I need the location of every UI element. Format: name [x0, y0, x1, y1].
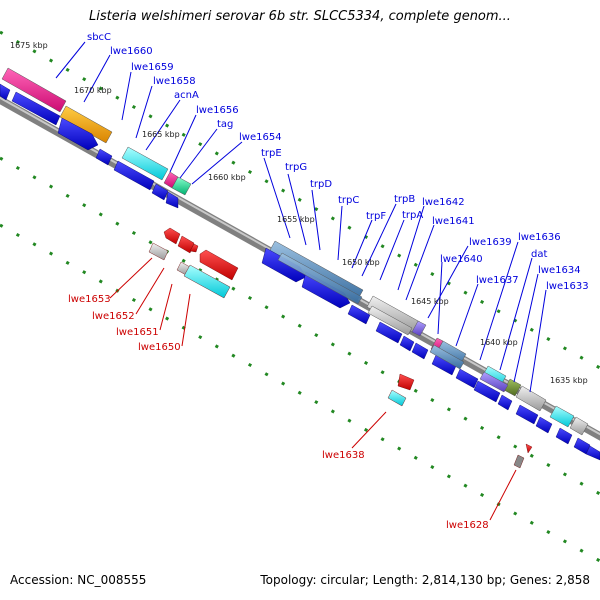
gene-label[interactable]: lwe1642	[422, 197, 465, 208]
gene-label[interactable]: lwe1660	[110, 46, 153, 57]
gene-label[interactable]: lwe1650	[138, 342, 181, 353]
gene-label[interactable]: acnA	[174, 90, 199, 101]
position-ticks: 1675 kbp 1670 kbp 1665 kbp 1660 kbp 1655…	[10, 41, 588, 385]
gene-labels-reverse: lwe1653 lwe1652 lwe1651 lwe1650 lwe1638 …	[68, 294, 489, 531]
tick-label: 1655 kbp	[277, 215, 315, 224]
dotted-guides	[0, 30, 600, 563]
cds-forward-track	[0, 83, 600, 461]
gene-label[interactable]: lwe1656	[196, 105, 239, 116]
gene-label[interactable]: lwe1636	[518, 232, 561, 243]
gene-label[interactable]: trpD	[310, 179, 332, 190]
gene-label[interactable]: lwe1639	[469, 237, 512, 248]
gene-label[interactable]: sbcC	[87, 32, 111, 43]
topology-text: Topology: circular; Length: 2,814,130 bp…	[260, 573, 590, 587]
leader-lines-blue	[55, 41, 547, 393]
tick-label: 1665 kbp	[142, 130, 180, 139]
gene-label[interactable]: lwe1653	[68, 294, 111, 305]
tick-label: 1675 kbp	[10, 41, 48, 50]
tick-label: 1670 kbp	[74, 86, 112, 95]
gene-label[interactable]: lwe1651	[116, 327, 159, 338]
gene-label[interactable]: lwe1658	[153, 76, 196, 87]
tick-label: 1635 kbp	[550, 376, 588, 385]
gene-label[interactable]: trpF	[366, 211, 386, 222]
tick-label: 1650 kbp	[342, 258, 380, 267]
gene-label[interactable]: trpB	[394, 194, 415, 205]
gene-label[interactable]: trpG	[285, 162, 307, 173]
feature-track-lower	[277, 252, 509, 393]
leader-lines-red	[109, 257, 517, 521]
gene-label[interactable]: lwe1641	[432, 216, 475, 227]
gene-label[interactable]: trpA	[402, 210, 423, 221]
gene-labels-forward: sbcC lwe1660 lwe1659 lwe1658 acnA lwe165…	[87, 32, 589, 292]
gene-label[interactable]: lwe1652	[92, 311, 135, 322]
feature-track-upper	[1, 67, 589, 436]
gene-label[interactable]: trpE	[261, 148, 282, 159]
gene-label[interactable]: lwe1654	[239, 132, 282, 143]
tick-label: 1660 kbp	[208, 173, 246, 182]
gene-label[interactable]: tag	[217, 119, 233, 130]
tick-label: 1645 kbp	[411, 297, 449, 306]
gene-label[interactable]: lwe1634	[538, 265, 581, 276]
cds-reverse-track	[148, 227, 533, 469]
gene-label[interactable]: lwe1659	[131, 62, 174, 73]
gene-label[interactable]: lwe1637	[476, 275, 519, 286]
gene-label[interactable]: lwe1638	[322, 450, 365, 461]
gene-label[interactable]: lwe1640	[440, 254, 483, 265]
gene-label[interactable]: trpC	[338, 195, 359, 206]
gene-label[interactable]: lwe1633	[546, 281, 589, 292]
gene-label[interactable]: dat	[531, 249, 547, 260]
gene-label[interactable]: lwe1628	[446, 520, 489, 531]
tick-label: 1640 kbp	[480, 338, 518, 347]
map-title: Listeria welshimeri serovar 6b str. SLCC…	[89, 9, 511, 24]
accession-text: Accession: NC_008555	[10, 573, 147, 587]
